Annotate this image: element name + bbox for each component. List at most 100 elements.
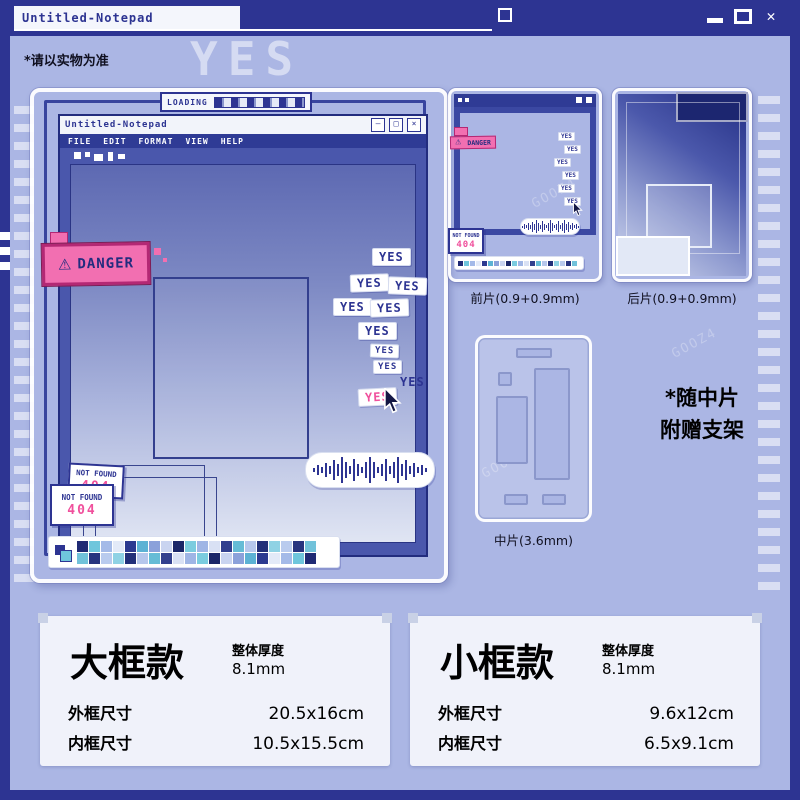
color-chip <box>125 552 136 564</box>
spec-row-value: 20.5x16cm <box>268 704 364 724</box>
waveform-bar <box>341 457 343 483</box>
spec-row-value: 6.5x9.1cm <box>643 734 734 754</box>
loading-label: LOADING <box>167 97 208 107</box>
side-strip-left <box>14 106 34 586</box>
waveform-bar <box>377 467 379 473</box>
cutout-rect <box>496 396 528 464</box>
danger-sign: ⚠ DANGER <box>40 241 152 287</box>
cutout-square <box>498 372 512 386</box>
waveform-bar <box>345 462 347 478</box>
color-chip <box>554 260 559 266</box>
side-strip-right <box>758 96 780 596</box>
color-chip <box>221 540 232 552</box>
color-chip <box>470 260 475 266</box>
waveform-bar <box>575 224 577 229</box>
palette-sticker <box>48 536 340 568</box>
color-chip <box>185 540 196 552</box>
not-found-label: NOT FOUND <box>61 492 103 502</box>
color-chip <box>173 552 184 564</box>
spec-row: 外框尺寸 20.5x16cm <box>68 700 364 724</box>
minimize-button[interactable] <box>706 9 724 24</box>
waveform-bar <box>405 460 407 480</box>
color-chip <box>548 260 553 266</box>
color-chip <box>137 540 148 552</box>
layers-icon <box>55 544 72 562</box>
notepad-minimize-icon: – <box>371 118 385 132</box>
waveform-bar <box>551 222 553 231</box>
not-found-sticker: NOT FOUND 404 <box>448 228 484 254</box>
photo-placeholder <box>153 277 309 459</box>
color-chip <box>281 540 292 552</box>
acrylic-edge <box>448 88 602 282</box>
menu-item-edit: EDIT <box>103 136 127 146</box>
color-chip <box>197 552 208 564</box>
danger-tag <box>50 232 68 244</box>
danger-sign: ⚠ DANGER <box>449 135 497 150</box>
color-chip <box>77 552 88 564</box>
cursor-icon <box>573 202 583 217</box>
spec-row: 内框尺寸 10.5x15.5cm <box>68 730 364 754</box>
waveform-bar <box>537 222 539 231</box>
color-chip <box>125 540 136 552</box>
yes-sticker: YES <box>554 158 571 167</box>
spec-card-large: 大框款 整体厚度 8.1mm 外框尺寸 20.5x16cm 内框尺寸 10.5x… <box>38 613 392 766</box>
waveform-bar <box>533 223 535 230</box>
close-button[interactable]: ✕ <box>766 7 776 25</box>
color-chip <box>149 540 160 552</box>
waveform-bar <box>333 460 335 480</box>
waveform-bar <box>539 224 541 229</box>
waveform-bar <box>543 223 545 230</box>
not-found-label: NOT FOUND <box>452 232 480 239</box>
waveform-bar <box>381 464 383 476</box>
waveform-bar <box>361 467 363 473</box>
waveform-bar <box>559 224 561 229</box>
cutout-slot <box>542 494 566 505</box>
middle-piece-note: *随中片 附赠支架 <box>622 382 782 446</box>
color-chip <box>257 540 268 552</box>
color-chip <box>293 552 304 564</box>
color-chip <box>305 540 316 552</box>
pixel-decoration <box>154 248 161 255</box>
waveform-bar <box>397 457 399 483</box>
color-palette <box>458 260 577 266</box>
waveform-bar <box>373 462 375 478</box>
front-piece-product: ⚠ DANGER YES YES YES YES YES YES NOT FOU… <box>448 88 602 282</box>
waveform-bar <box>569 224 571 229</box>
yes-sticker: YES <box>558 132 575 141</box>
maximize-button[interactable] <box>734 9 752 24</box>
watermark: GOOZ4 <box>669 325 720 362</box>
menu-item-format: FORMAT <box>138 136 174 146</box>
color-chip <box>245 552 256 564</box>
danger-label: DANGER <box>77 255 135 273</box>
waveform-bar <box>527 223 529 230</box>
color-chip <box>560 260 565 266</box>
notepad-title: Untitled-Notepad <box>65 120 168 130</box>
waveform-bar <box>317 465 319 475</box>
color-chip <box>500 260 505 266</box>
color-chip <box>506 260 511 266</box>
menu-item-help: HELP <box>220 136 244 146</box>
spec-card-small: 小框款 整体厚度 8.1mm 外框尺寸 9.6x12cm 内框尺寸 6.5x9.… <box>408 613 762 766</box>
pixel-decoration <box>0 232 10 276</box>
title-bar: Untitled-Notepad <box>14 6 240 29</box>
color-chip <box>494 260 499 266</box>
notepad-menu-bar: FILE EDIT FORMAT VIEW HELP <box>60 134 426 148</box>
waveform-bar <box>357 464 359 476</box>
spec-row-label: 外框尺寸 <box>68 704 133 723</box>
color-chip <box>149 552 160 564</box>
yes-sticker: YES <box>333 298 372 316</box>
danger-label: DANGER <box>467 138 491 147</box>
waveform-bar <box>523 224 525 229</box>
waveform-bar <box>385 459 387 481</box>
color-chip <box>566 260 571 266</box>
color-chip <box>209 552 220 564</box>
yes-sticker: YES <box>564 197 581 206</box>
waveform-sticker <box>305 452 435 488</box>
error-code-label: 404 <box>67 502 97 518</box>
menu-item-file: FILE <box>68 136 92 146</box>
background-yes-text: YES <box>190 36 304 86</box>
waveform-bar <box>329 466 331 474</box>
color-chip <box>113 540 124 552</box>
waveform-bar <box>561 222 563 231</box>
waveform-bar <box>573 225 575 228</box>
